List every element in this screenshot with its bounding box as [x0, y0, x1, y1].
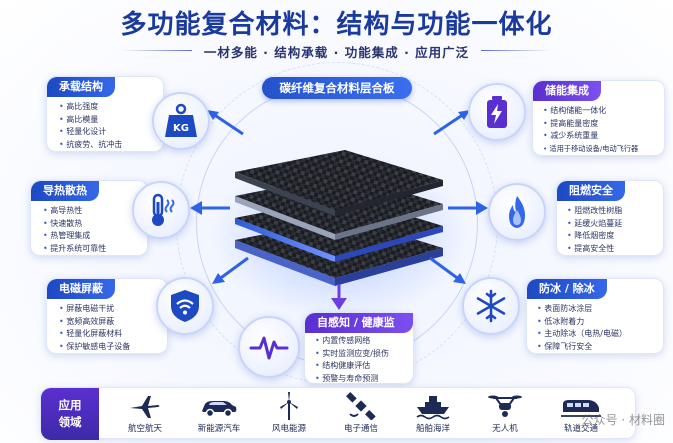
app-ev: 新能源汽车 — [183, 392, 255, 438]
flame-icon — [488, 183, 546, 241]
weight-kg-icon: KG — [152, 92, 210, 150]
card-flame-list: 阻燃改性树脂 延缓火焰蔓延 降低烟密度 提高安全性 — [567, 205, 622, 255]
card-flame-title: 阻燃安全 — [557, 181, 625, 201]
list-item: 内置传感网络 — [315, 335, 389, 348]
list-item: 预警与寿命预测 — [315, 373, 389, 386]
list-item: 抗疲劳、抗冲击 — [59, 139, 122, 152]
list-item: 提高安全性 — [567, 243, 622, 256]
list-item: 保护敏感电子设备 — [59, 341, 130, 354]
thermometer-icon — [132, 181, 190, 239]
list-item: 延缓火焰蔓延 — [567, 218, 622, 231]
list-item: 轻量化屏蔽材料 — [59, 328, 130, 341]
list-item: 减少系统重量 — [543, 130, 638, 143]
applications-label-line1: 应用 — [58, 398, 82, 412]
arrow-to-structural — [207, 110, 244, 136]
card-energy-list: 结构储能一体化 提高能量密度 减少系统重量 适用于移动设备/电动飞行器 — [543, 105, 639, 156]
card-energy-title: 储能集成 — [533, 81, 601, 101]
wind-turbine-icon — [280, 392, 298, 420]
card-structural-list: 高比强度 高比模量 轻量化设计 抗疲劳、抗冲击 — [59, 101, 122, 151]
list-item: 热管理集成 — [43, 230, 106, 243]
card-structural-title: 承载结构 — [47, 77, 115, 97]
arrow-to-deice — [429, 256, 466, 284]
app-marine: 船舶海洋 — [397, 392, 469, 438]
card-emi: 电磁屏蔽 屏蔽电磁干扰 宽频高效屏蔽 轻量化屏蔽材料 保护敏感电子设备 — [46, 278, 168, 354]
center-material-label: 碳纤维复合材料层合板 — [262, 77, 412, 99]
car-icon — [202, 401, 237, 418]
arrow-to-sensing — [331, 284, 347, 310]
list-item: 高导热性 — [43, 205, 106, 218]
card-thermal-title: 导热散热 — [31, 181, 99, 201]
list-item: 快速散热 — [43, 218, 106, 231]
arrow-to-flame — [448, 201, 488, 215]
card-emi-list: 屏蔽电磁干扰 宽频高效屏蔽 轻量化屏蔽材料 保护敏感电子设备 — [59, 303, 130, 353]
wifi-shield-icon — [156, 277, 214, 335]
list-item: 适用于移动设备/电动飞行器 — [543, 143, 639, 156]
card-deice: 防冰 / 除冰 表面防冰涂层 低冰附着力 主动除冰（电热/电磁） 保障飞行安全 — [526, 278, 664, 354]
train-icon — [561, 400, 601, 417]
app-wind: 风电能源 — [253, 392, 325, 438]
card-thermal-list: 高导热性 快速散热 热管理集成 提升系统可靠性 — [43, 205, 106, 255]
list-item: 轻量化设计 — [59, 126, 122, 139]
snowflake-icon — [462, 277, 520, 335]
page-title: 多功能复合材料：结构与功能一体化 — [120, 10, 553, 40]
card-sensing-title: 自感知 / 健康监测 — [305, 313, 413, 349]
card-sensing-list: 内置传感网络 实时监测应变/损伤 结构健康评估 预警与寿命预测 — [315, 335, 389, 385]
arrow-to-energy — [433, 110, 470, 136]
drone-icon — [488, 395, 522, 417]
applications-bar: 应用 领域 航空航天 新能源汽车 风电能源 — [40, 387, 636, 440]
watermark: 公众号 · 材料圈 — [581, 413, 665, 427]
list-item: 主动除冰（电热/电磁） — [537, 328, 627, 341]
applications-label: 应用 领域 — [41, 388, 99, 440]
list-item: 高比模量 — [59, 114, 122, 127]
svg-text:KG: KG — [173, 123, 189, 134]
list-item: 提高能量密度 — [543, 118, 638, 131]
app-uav: 无人机 — [469, 392, 541, 438]
ship-icon — [416, 396, 450, 420]
app-electronics: 电子通信 — [325, 392, 397, 438]
list-item: 结构储能一体化 — [543, 105, 638, 118]
battery-icon — [468, 83, 526, 141]
list-item: 表面防冰涂层 — [537, 303, 627, 316]
card-flame: 阻燃安全 阻燃改性树脂 延缓火焰蔓延 降低烟密度 提高安全性 — [556, 180, 664, 256]
subtitle-wrap: 一材多能 · 结构承载 · 功能集成 · 应用广泛 — [0, 42, 673, 61]
app-rail: 轨道交通 — [545, 392, 617, 438]
card-deice-list: 表面防冰涂层 低冰附着力 主动除冰（电热/电磁） 保障飞行安全 — [537, 303, 627, 353]
applications-label-line2: 领域 — [58, 415, 82, 429]
card-emi-title: 电磁屏蔽 — [47, 279, 115, 299]
arrow-to-emi — [212, 256, 249, 284]
list-item: 宽频高效屏蔽 — [59, 316, 130, 329]
card-thermal: 导热散热 高导热性 快速散热 热管理集成 提升系统可靠性 — [30, 180, 148, 256]
list-item: 保障飞行安全 — [537, 341, 627, 354]
page-subtitle: 一材多能 · 结构承载 · 功能集成 · 应用广泛 — [121, 42, 552, 61]
list-item: 提升系统可靠性 — [43, 243, 106, 256]
app-aerospace: 航空航天 — [109, 392, 181, 438]
arrow-to-thermal — [190, 201, 230, 215]
list-item: 低冰附着力 — [537, 316, 627, 329]
list-item: 屏蔽电磁干扰 — [59, 303, 130, 316]
card-structural: 承载结构 高比强度 高比模量 轻量化设计 抗疲劳、抗冲击 — [46, 76, 164, 152]
card-deice-title: 防冰 / 除冰 — [527, 279, 607, 299]
airplane-icon — [130, 396, 160, 418]
list-item: 实时监测应变/损伤 — [315, 348, 389, 361]
list-item: 降低烟密度 — [567, 230, 622, 243]
carbon-laminate-stack — [235, 150, 443, 286]
list-item: 高比强度 — [59, 101, 122, 114]
list-item: 结构健康评估 — [315, 360, 389, 373]
satellite-icon — [346, 392, 376, 420]
list-item: 阻燃改性树脂 — [567, 205, 622, 218]
card-energy: 储能集成 结构储能一体化 提高能量密度 减少系统重量 适用于移动设备/电动飞行器 — [532, 80, 665, 156]
card-sensing: 自感知 / 健康监测 内置传感网络 实时监测应变/损伤 结构健康评估 预警与寿命… — [304, 312, 414, 384]
heartbeat-icon — [238, 316, 300, 378]
